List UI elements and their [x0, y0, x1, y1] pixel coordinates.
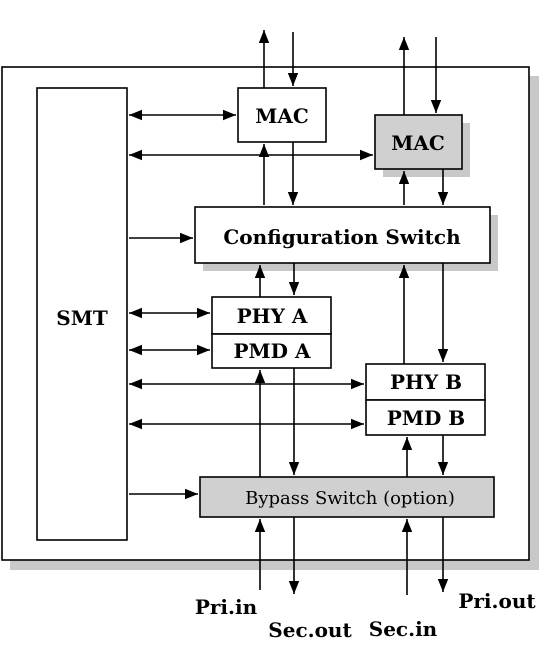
pri-out-label: Pri.out	[458, 589, 536, 613]
config-switch-block	[194, 206, 491, 264]
pmd-a-block	[211, 333, 332, 369]
bypass-switch-block	[199, 476, 495, 518]
config-switch-label: Configuration Switch	[223, 225, 461, 249]
smt-block	[36, 87, 128, 541]
mac-a-label: MAC	[255, 104, 309, 128]
phy-b-block	[365, 363, 486, 401]
phy-b-label: PHY B	[390, 370, 462, 394]
smt-label: SMT	[56, 306, 108, 330]
sec-in-label: Sec.in	[369, 617, 438, 641]
pmd-a-label: PMD A	[233, 339, 310, 363]
pmd-b-block	[365, 399, 486, 436]
pri-in-label: Pri.in	[195, 595, 258, 619]
pmd-b-label: PMD B	[387, 406, 465, 430]
mac-a-block	[237, 87, 327, 143]
mac-b-label: MAC	[391, 131, 445, 155]
phy-a-label: PHY A	[237, 304, 308, 328]
mac-b-block	[374, 114, 463, 170]
bypass-switch-label: Bypass Switch (option)	[245, 488, 455, 509]
sec-out-label: Sec.out	[268, 618, 352, 642]
